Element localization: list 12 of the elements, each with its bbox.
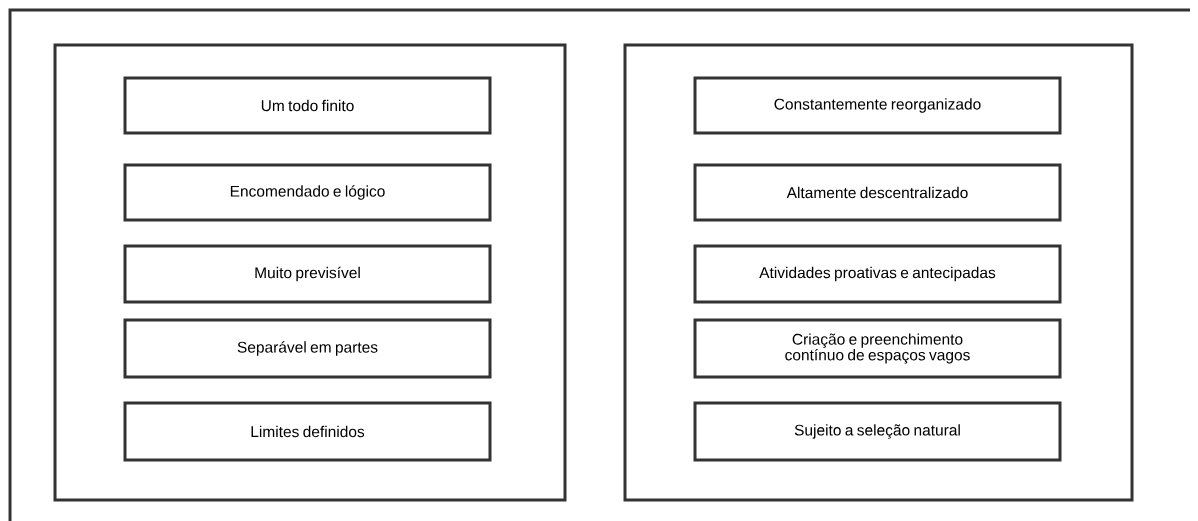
text-box: Atividades proativas e antecipadas bbox=[693, 244, 1062, 304]
panel-box bbox=[623, 43, 1134, 502]
panel-box bbox=[53, 43, 567, 502]
text-box: Muito previsível bbox=[123, 244, 492, 304]
text-box: Sujeito a seleção natural bbox=[693, 401, 1062, 462]
text-box: Constantemente reorganizado bbox=[693, 76, 1062, 135]
text-box: Separável em partes bbox=[123, 318, 492, 379]
text-box: Criação e preenchimento contínuo de espaços vagos bbox=[693, 318, 1062, 379]
text-box: Encomendado e lógico bbox=[123, 163, 492, 222]
text-box: Limites definidos bbox=[123, 401, 492, 462]
text-box: Um todo finito bbox=[123, 76, 492, 135]
text-box: Altamente descentralizado bbox=[693, 163, 1062, 222]
